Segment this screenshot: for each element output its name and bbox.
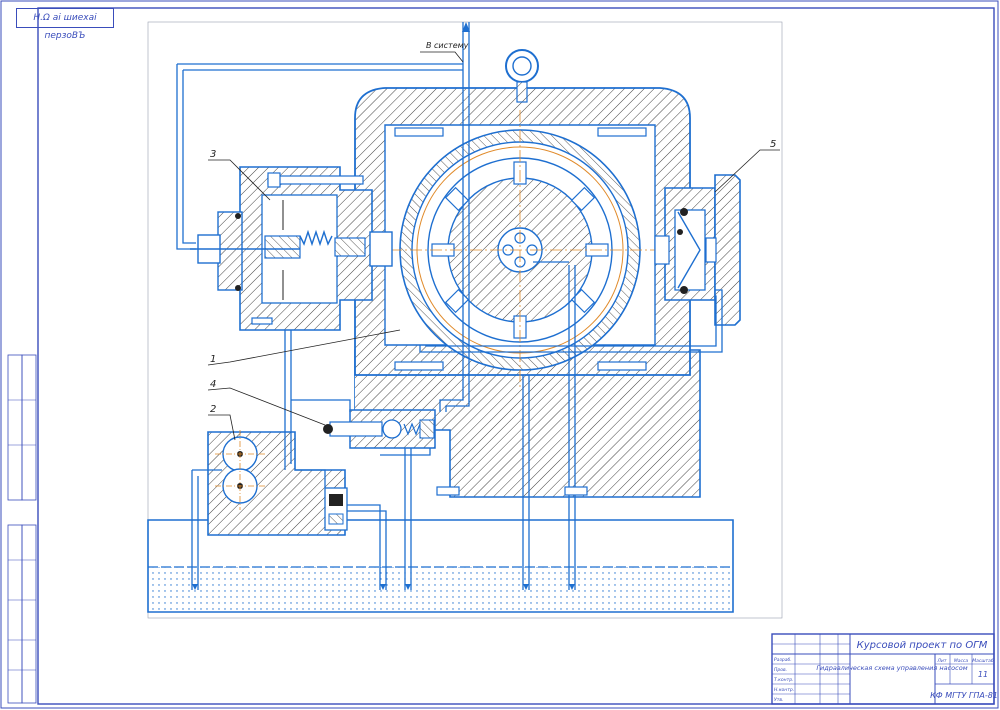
col-header-scale: Масштаб	[972, 658, 994, 664]
signature-3: Т.контр.	[774, 677, 794, 683]
corner-stamp: Н.Ω аі шиехаі перзоВЪ	[16, 8, 114, 41]
label-to-system: В систему	[426, 41, 469, 50]
control-piston-right	[654, 174, 741, 326]
gear-pump	[207, 430, 348, 536]
relief-valve	[323, 409, 436, 449]
signature-1: Разраб.	[774, 657, 792, 663]
title-block	[771, 633, 995, 705]
lifting-eye	[505, 49, 539, 103]
regulator-coupling	[369, 231, 393, 267]
signature-4: Н.контр.	[774, 687, 794, 693]
regulator-left	[190, 166, 373, 331]
col-header-mass: Масса	[954, 658, 969, 664]
corner-stamp-text: Н.Ω аі шиехаі перзоВЪ	[33, 13, 97, 41]
base-bolts	[436, 486, 588, 496]
signature-2: Пров.	[774, 667, 787, 673]
center-axes	[370, 110, 680, 390]
callout-2: 2	[210, 404, 216, 415]
oil-fill	[149, 567, 732, 611]
drawing-frame	[37, 7, 995, 705]
doc-title: Гидравлическая схема управления насосом	[816, 664, 967, 672]
vanes	[431, 161, 609, 339]
sheet-number: 11	[978, 670, 988, 679]
callout-3: 3	[210, 149, 216, 160]
callout-4: 4	[210, 379, 216, 390]
left-stamp-column	[7, 354, 37, 704]
col-header-lit: Лит	[937, 658, 947, 664]
oil-tank	[147, 519, 734, 613]
callout-1: 1	[210, 354, 216, 365]
organization: КФ МГТУ ГПА-81	[930, 691, 998, 700]
leader-lines	[207, 51, 780, 441]
drain-arrows	[192, 22, 575, 590]
project-title: Курсовой проект по ОГМ	[857, 640, 988, 651]
hydraulic-lines	[176, 22, 723, 590]
callout-5: 5	[770, 139, 776, 150]
drawing-area	[147, 21, 783, 619]
signature-5: Утв.	[774, 697, 783, 703]
